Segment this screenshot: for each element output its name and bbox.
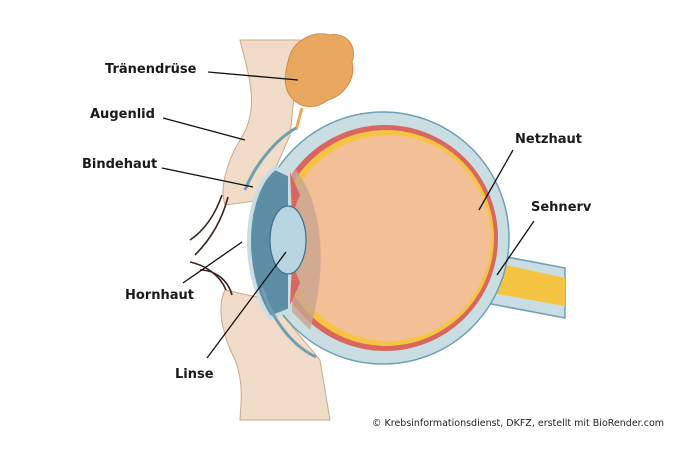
conjunctiva-upper	[243, 126, 297, 191]
leader-eyelid	[162, 117, 246, 141]
leader-retina	[478, 149, 514, 211]
vitreous-body	[285, 135, 491, 341]
leader-conjunctiva	[161, 167, 254, 188]
label-eyelid: Augenlid	[90, 107, 155, 122]
lacrimal-duct	[294, 107, 304, 131]
label-cornea: Hornhaut	[125, 288, 194, 303]
eyelashes	[189, 194, 233, 296]
conjunctiva-lower	[260, 287, 317, 359]
leader-cornea	[182, 241, 243, 284]
label-optic-nerve: Sehnerv	[531, 200, 592, 215]
lens	[269, 205, 307, 275]
leader-lacrimal-gland	[207, 71, 299, 81]
label-retina: Netzhaut	[515, 132, 582, 147]
leader-lens	[206, 251, 287, 359]
lacrimal-gland	[284, 33, 354, 107]
label-lacrimal-gland: Tränendrüse	[105, 62, 197, 77]
label-conjunctiva: Bindehaut	[82, 157, 158, 172]
leader-optic-nerve	[496, 220, 535, 276]
lower-eyelid	[220, 289, 331, 421]
label-lens: Linse	[175, 367, 214, 382]
credit-text: © Krebsinformationsdienst, DKFZ, erstell…	[372, 418, 665, 429]
